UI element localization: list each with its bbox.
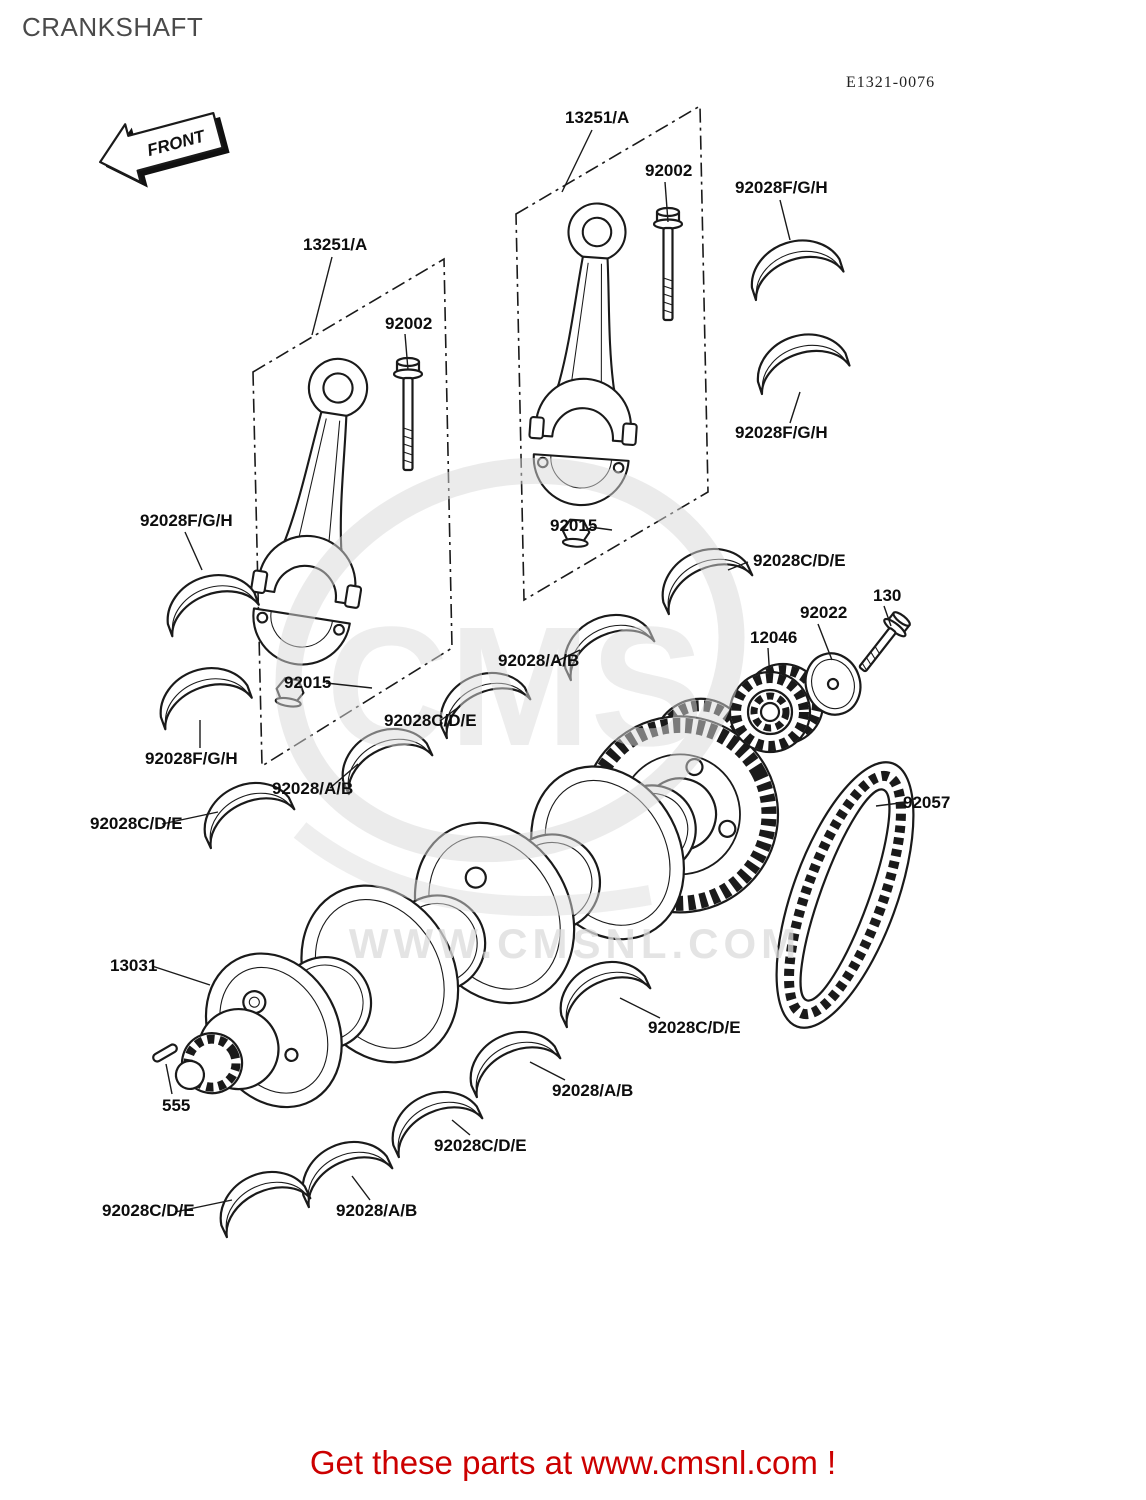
part-label-555: 555 [162, 1096, 191, 1115]
part-label-13031: 13031 [110, 956, 158, 975]
assembly-box-right [515, 104, 709, 602]
bearing-shell [206, 1156, 312, 1239]
woodruff-key [152, 1043, 178, 1063]
part-label-92015-left: 92015 [284, 673, 332, 692]
timing-sprocket [728, 662, 825, 754]
footer-link[interactable]: Get these parts at www.cmsnl.com ! [309, 1444, 837, 1481]
part-label-13251A-left: 13251/A [303, 235, 368, 254]
bearing-shell [148, 654, 253, 731]
bearing-shell [747, 321, 851, 396]
bearing-shell [155, 561, 260, 638]
part-label-92028CDE-6: 92028C/D/E [102, 1201, 195, 1220]
bearing-shell [288, 1126, 394, 1209]
rotor-washer [804, 652, 862, 716]
crank-nose [174, 1007, 280, 1095]
part-label-92028FGH-3: 92028F/G/H [140, 511, 233, 530]
part-label-12046: 12046 [750, 628, 798, 647]
part-label-92057: 92057 [903, 793, 951, 812]
rod-bolt-left [392, 356, 424, 472]
part-label-92028AB-3: 92028/A/B [552, 1081, 634, 1100]
part-label-92028CDE-3: 92028C/D/E [90, 814, 183, 833]
rod-bolt-right [652, 206, 684, 322]
bearing-shell [456, 1016, 562, 1099]
part-label-92028AB-4: 92028/A/B [336, 1201, 418, 1220]
watermark-url: WWW.CMSNL.COM [349, 920, 801, 967]
part-label-92002-left: 92002 [385, 314, 433, 333]
diagram-code: E1321-0076 [846, 74, 936, 91]
part-label-92028FGH-4: 92028F/G/H [145, 749, 238, 768]
part-label-92028CDE-2: 92028C/D/E [384, 711, 477, 730]
part-label-92022: 92022 [800, 603, 848, 622]
cam-chain [775, 761, 915, 1029]
part-label-92028AB-2: 92028/A/B [272, 779, 354, 798]
part-label-92028FGH-1: 92028F/G/H [735, 178, 828, 197]
part-label-92028CDE-1: 92028C/D/E [753, 551, 846, 570]
part-label-92015-right: 92015 [550, 516, 598, 535]
leader-lines [151, 129, 901, 1213]
part-label-92002-top: 92002 [645, 161, 693, 180]
part-label-92028CDE-5: 92028C/D/E [434, 1136, 527, 1155]
sprocket-bolt [850, 607, 916, 679]
bearing-shell [741, 227, 845, 302]
part-label-13251A-top: 13251/A [565, 108, 630, 127]
part-label-130: 130 [873, 586, 902, 605]
part-label-92028AB-1: 92028/A/B [498, 651, 580, 670]
page-title: CRANKSHAFT [22, 12, 204, 42]
part-label-92028FGH-2: 92028F/G/H [735, 423, 828, 442]
front-arrow: FRONT [99, 111, 230, 188]
watermark-logo: CMS [275, 457, 745, 916]
part-label-92028CDE-4: 92028C/D/E [648, 1018, 741, 1037]
watermark-brand: CMS [326, 592, 704, 782]
